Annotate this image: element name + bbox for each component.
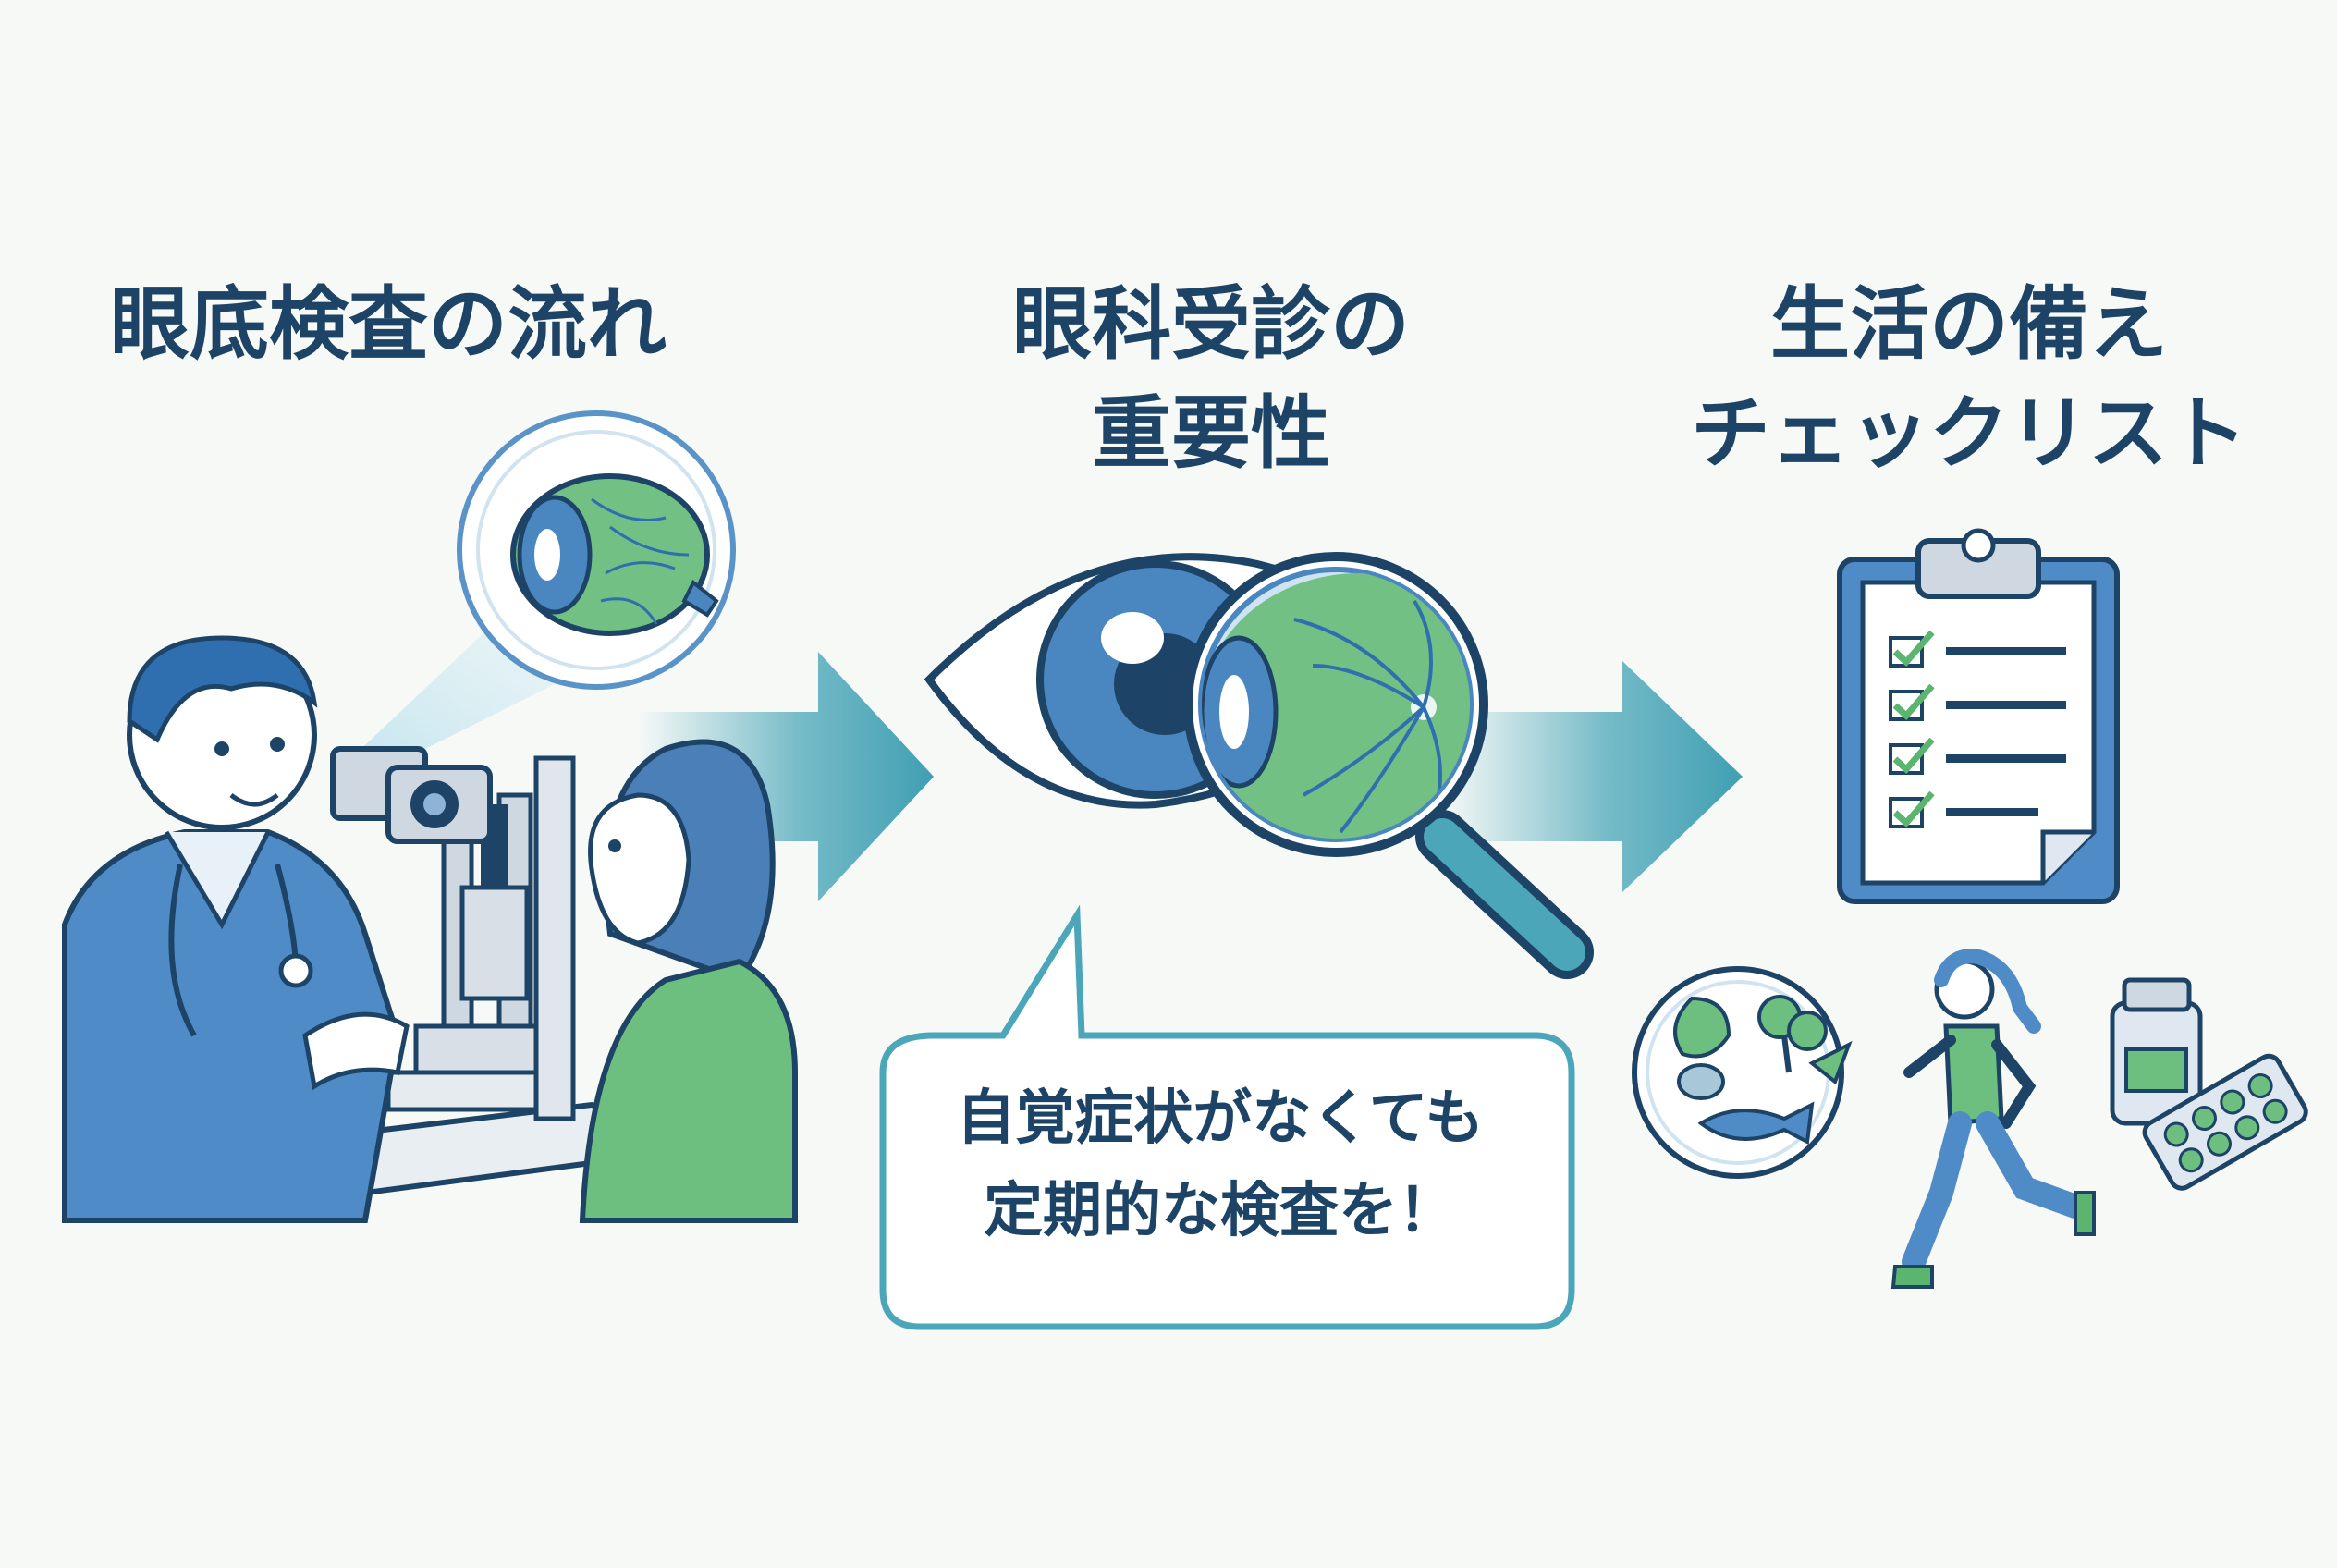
step-3-title-line-2: チェックリスト <box>1691 387 2247 480</box>
medicine-icon <box>2110 977 2308 1191</box>
step-3-title: 生活の備え チェックリスト <box>1664 270 2274 488</box>
step-2-title: 眼科受診の 重要性 <box>906 270 1516 488</box>
step-2-title-line-2: 重要性 <box>1092 387 1330 480</box>
callout-line-1: 自覚症状がなくても <box>956 1084 1485 1153</box>
healthy-food-plate-icon <box>1632 966 1853 1179</box>
doctor-figure <box>62 635 410 1223</box>
step-1-title-line-1: 眼底検査の流れ <box>110 278 667 371</box>
fundus-exam-illustration <box>62 410 798 1223</box>
step-3-title-line-1: 生活の備え <box>1770 278 2168 371</box>
eye-magnifier-illustration <box>924 552 1594 979</box>
jogging-woman-icon <box>1890 949 2096 1289</box>
step-1-title: 眼底検査の流れ <box>55 270 721 379</box>
callout-text: 自覚症状がなくても 定期的な検査を！ <box>887 1072 1553 1257</box>
callout-line-2: 定期的な検査を！ <box>984 1177 1457 1245</box>
patient-figure <box>579 739 798 1223</box>
retina-inset-icon <box>457 410 736 690</box>
checklist-clipboard-icon <box>1837 528 2120 904</box>
step-2-title-line-1: 眼科受診の <box>1012 278 1410 371</box>
callout-bubble <box>879 904 1575 1330</box>
flow-arrow-2 <box>1442 661 1743 892</box>
